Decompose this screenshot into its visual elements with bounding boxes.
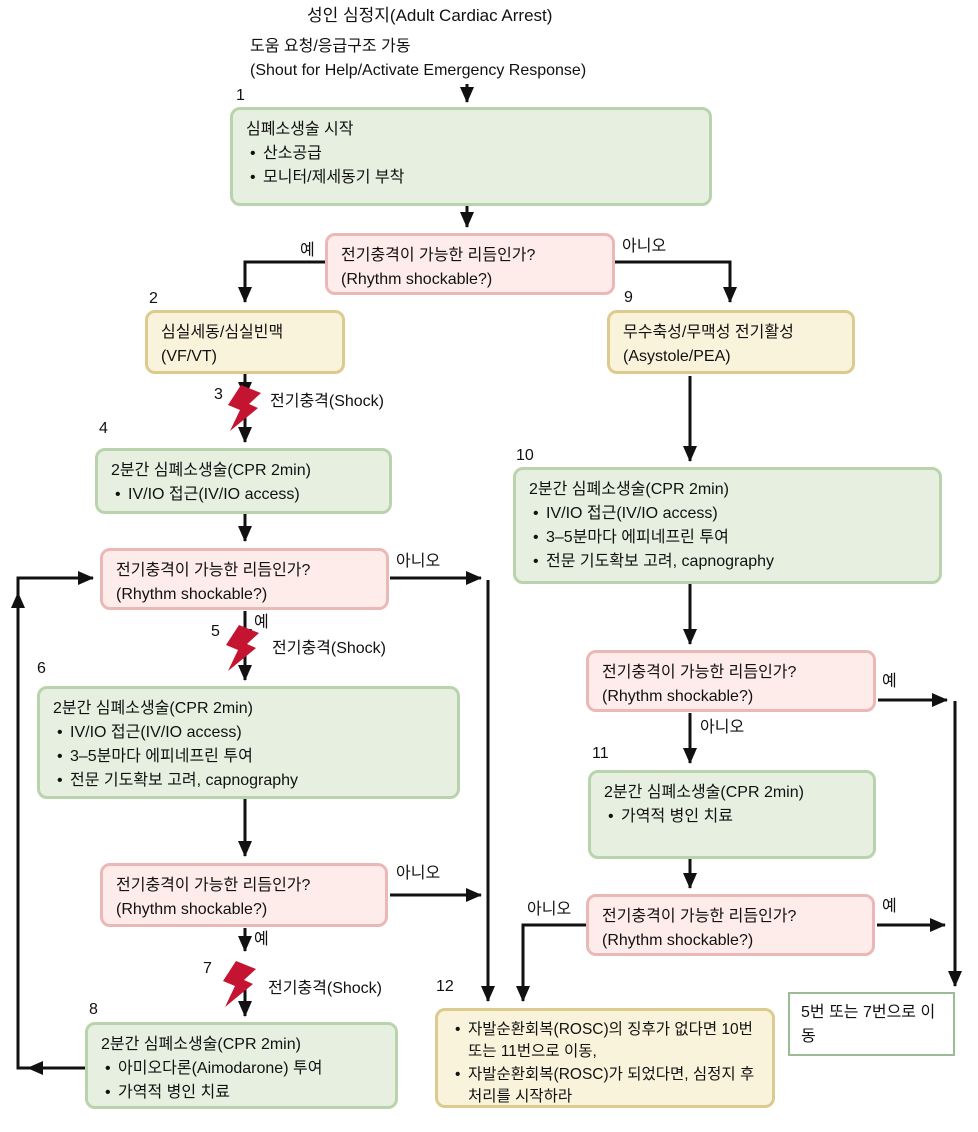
box-title: 2분간 심폐소생술(CPR 2min) [101,1036,301,1053]
box-line1: 무수축성/무맥성 전기활성 [623,324,794,341]
edge-label-no: 아니오 [622,238,667,255]
decision-line2: (Rhythm shockable?) [602,688,754,705]
step-2-vf-vt-box: 심실세동/심실빈맥 (VF/VT) [145,310,345,374]
shock-label: 전기충격(Shock) [268,980,383,997]
edge-label-yes: 예 [882,898,897,915]
decision-rhythm-shockable-2: 전기충격이 가능한 리듬인가? (Rhythm shockable?) [100,548,389,610]
box-title: 심폐소생술 시작 [246,121,354,138]
box-title: 2분간 심폐소생술(CPR 2min) [529,481,729,498]
arrow-decisionA-yes-to-box2 [238,260,327,303]
arrow-decisionA-no-to-box9 [613,260,737,303]
box-bullet: IV/IO 접근(IV/IO access) [111,483,376,507]
step-number-4: 4 [99,420,108,437]
box-bullet: 모니터/제세동기 부착 [246,166,696,190]
edge-label-no: 아니오 [396,553,441,570]
arrow-decisionE-no-to-box12 [516,923,586,1002]
box-bullet: 3–5분마다 에피네프린 투여 [529,526,926,550]
box-line2: (Asystole/PEA) [623,348,731,365]
step-4-cpr-2min-box: 2분간 심폐소생술(CPR 2min) IV/IO 접근(IV/IO acces… [95,448,392,514]
loop-box8-to-decisionB [16,571,94,1070]
step-12-rosc-box: 자발순환회복(ROSC)의 징후가 없다면 10번 또는 11번으로 이동, 자… [435,1008,775,1108]
box-bullet: 전문 기도확보 고려, capnography [53,769,444,793]
edge-label-no: 아니오 [700,719,745,736]
box-bullet: 가역적 병인 치료 [101,1081,382,1105]
decision-line2: (Rhythm shockable?) [116,901,268,918]
box-bullet: 아미오다론(Aimodarone) 투여 [101,1057,382,1081]
step-number-10: 10 [516,447,534,464]
edge-label-yes: 예 [300,242,315,259]
step-number-9: 9 [624,289,633,306]
edge-label-yes: 예 [254,931,269,948]
decision-line2: (Rhythm shockable?) [341,271,493,288]
box-bullet: IV/IO 접근(IV/IO access) [529,502,926,526]
step-number-12: 12 [436,978,454,995]
pre-step-line1: 도움 요청/응급구조 가동 [250,38,411,55]
step-8-cpr-2min-box: 2분간 심폐소생술(CPR 2min) 아미오다론(Aimodarone) 투여… [85,1022,398,1109]
shock-bolt-icon [228,385,261,431]
goto-text: 5번 또는 7번으로 이동 [801,1004,936,1045]
shock-bolt-icon [223,961,256,1007]
decision-rhythm-shockable-3: 전기충격이 가능한 리듬인가? (Rhythm shockable?) [100,863,388,927]
edge-label-yes: 예 [882,673,897,690]
edge-label-yes: 예 [254,614,269,631]
step-10-cpr-2min-box: 2분간 심폐소생술(CPR 2min) IV/IO 접근(IV/IO acces… [513,467,942,584]
decision-line1: 전기충격이 가능한 리듬인가? [602,908,797,925]
step-9-asystole-pea-box: 무수축성/무맥성 전기활성 (Asystole/PEA) [607,310,855,374]
box-bullet: 3–5분마다 에피네프린 투여 [53,745,444,769]
shock-label: 전기충격(Shock) [272,640,387,657]
step-number-2: 2 [149,290,158,307]
step-6-cpr-2min-box: 2분간 심폐소생술(CPR 2min) IV/IO 접근(IV/IO acces… [37,686,460,799]
decision-line1: 전기충격이 가능한 리듬인가? [116,877,311,894]
edge-label-no: 아니오 [527,901,572,918]
box-bullet: 전문 기도확보 고려, capnography [529,550,926,574]
step-11-cpr-2min-box: 2분간 심폐소생술(CPR 2min) 가역적 병인 치료 [588,770,876,859]
decision-rhythm-shockable-5: 전기충격이 가능한 리듬인가? (Rhythm shockable?) [586,894,875,956]
decision-line1: 전기충격이 가능한 리듬인가? [602,664,797,681]
shock-label: 전기충격(Shock) [270,393,385,410]
decision-line1: 전기충격이 가능한 리듬인가? [341,247,536,264]
decision-line1: 전기충격이 가능한 리듬인가? [116,562,311,579]
box-title: 2분간 심폐소생술(CPR 2min) [53,700,253,717]
step-number-5: 5 [211,623,220,640]
box-bullet: 자발순환회복(ROSC)의 징후가 없다면 10번 또는 11번으로 이동, [451,1019,759,1064]
edge-label-no: 아니오 [396,865,441,882]
step-number-8: 8 [89,1001,98,1018]
step-number-7: 7 [203,960,212,977]
decision-line2: (Rhythm shockable?) [116,586,268,603]
box-bullet: 가역적 병인 치료 [604,805,860,829]
step-number-6: 6 [37,660,46,677]
box-title: 2분간 심폐소생술(CPR 2min) [604,784,804,801]
pre-step-line2: (Shout for Help/Activate Emergency Respo… [250,62,587,79]
decision-rhythm-shockable-1: 전기충격이 가능한 리듬인가? (Rhythm shockable?) [325,233,615,295]
step-number-1: 1 [236,87,245,104]
box-bullet: 자발순환회복(ROSC)가 되었다면, 심정지 후 처리를 시작하라 [451,1064,759,1109]
box-title: 2분간 심폐소생술(CPR 2min) [111,462,311,479]
box-line1: 심실세동/심실빈맥 [161,324,284,341]
page-title: 성인 심정지(Adult Cardiac Arrest) [307,6,553,25]
step-number-11: 11 [592,745,609,762]
box-bullet: 산소공급 [246,142,696,166]
goto-step-5-or-7-box: 5번 또는 7번으로 이동 [788,992,955,1056]
decision-line2: (Rhythm shockable?) [602,932,754,949]
box-bullet: IV/IO 접근(IV/IO access) [53,721,444,745]
step-1-start-cpr-box: 심폐소생술 시작 산소공급 모니터/제세동기 부착 [230,107,712,206]
step-number-3: 3 [214,386,223,403]
decision-rhythm-shockable-4: 전기충격이 가능한 리듬인가? (Rhythm shockable?) [586,650,876,712]
box-line2: (VF/VT) [161,348,217,365]
